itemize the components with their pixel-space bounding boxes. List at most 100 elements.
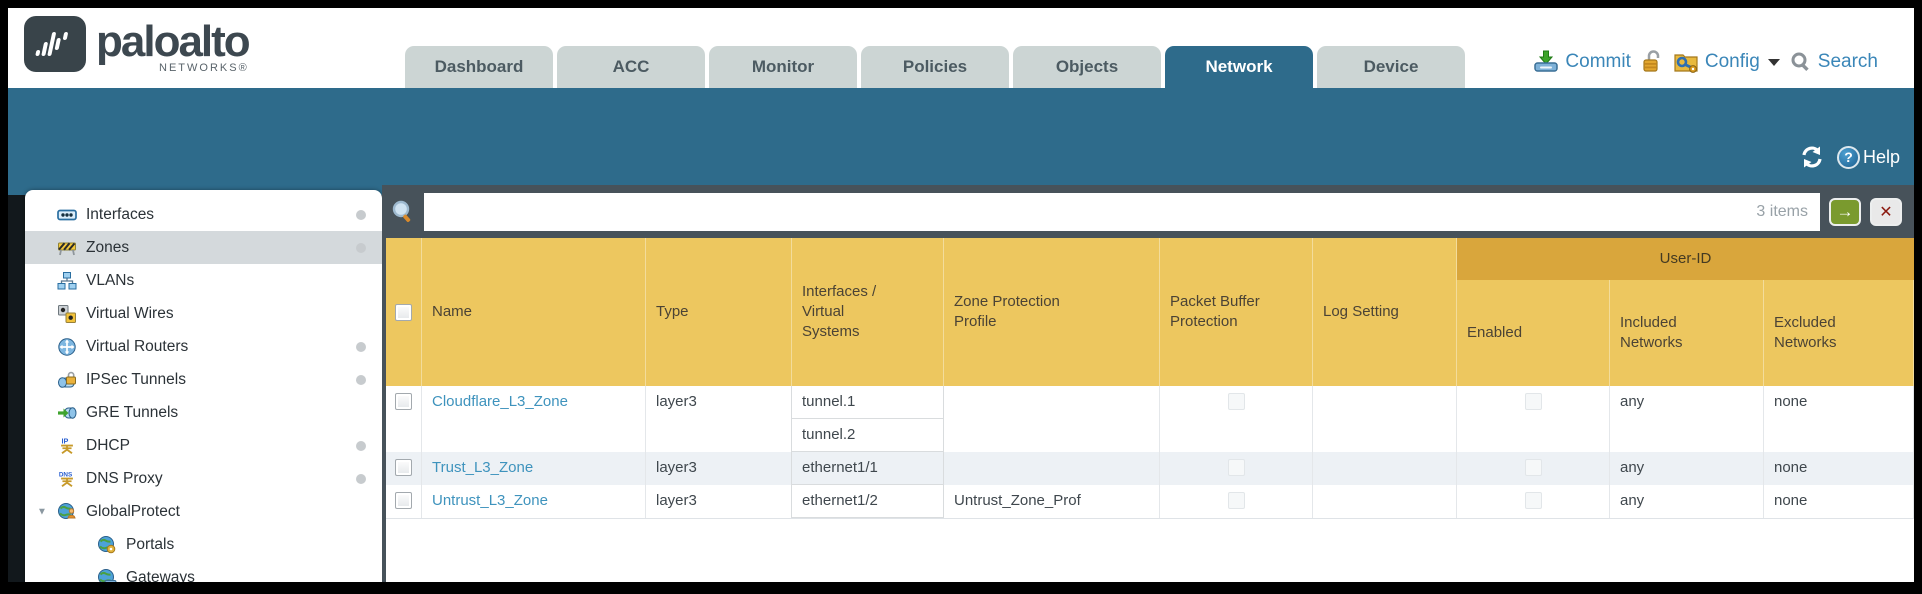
sidebar-item-vlans[interactable]: VLANs: [25, 264, 382, 297]
interfaces-icon: [57, 205, 77, 225]
user-id-enabled-checkbox[interactable]: [1524, 393, 1542, 410]
help-button[interactable]: ? Help: [1836, 145, 1900, 169]
col-excluded-networks[interactable]: Excluded Networks: [1764, 280, 1914, 386]
sidebar-item-label: Virtual Wires: [86, 304, 174, 322]
sidebar-item-label: GlobalProtect: [86, 502, 180, 520]
lock-button[interactable]: [1641, 50, 1663, 74]
refresh-button[interactable]: [1799, 145, 1825, 169]
paloalto-logo-icon: [24, 16, 86, 72]
vlans-icon: [57, 271, 77, 291]
zone-name-cell: Trust_L3_Zone: [422, 452, 646, 485]
chevron-down-icon: [1767, 58, 1780, 66]
dns-proxy-icon: DNS: [57, 469, 77, 489]
vsys-dot: [356, 440, 366, 451]
tab-monitor[interactable]: Monitor: [709, 46, 857, 88]
tab-objects[interactable]: Objects: [1013, 46, 1161, 88]
filter-input[interactable]: [424, 192, 1820, 231]
sidebar-item-gre-tunnels[interactable]: GRE Tunnels: [25, 396, 382, 429]
dhcp-icon: IP: [57, 436, 77, 456]
commit-label: Commit: [1565, 51, 1631, 72]
virtual-routers-icon: [57, 337, 77, 357]
col-zone-protection-profile[interactable]: Zone Protection Profile: [944, 238, 1160, 386]
sidebar-item-globalprotect[interactable]: ▼ GlobalProtect: [25, 495, 382, 528]
tab-dashboard[interactable]: Dashboard: [405, 46, 553, 88]
search-button[interactable]: Search: [1790, 51, 1878, 73]
col-interfaces[interactable]: Interfaces / Virtual Systems: [792, 238, 944, 386]
col-enabled[interactable]: Enabled: [1457, 280, 1610, 386]
included-networks-cell: any: [1610, 386, 1764, 452]
vsys-dot: [356, 242, 366, 253]
interfaces-cell: ethernet1/1: [791, 452, 944, 485]
sidebar-item-label: Gateways: [126, 568, 195, 583]
vsys-dot: [356, 209, 366, 220]
user-id-enabled-cell: [1457, 386, 1610, 452]
packet-buffer-protection-cell: [1160, 485, 1313, 518]
user-id-enabled-cell: [1457, 452, 1610, 485]
pulse-glyph: [35, 32, 68, 56]
col-type[interactable]: Type: [646, 238, 792, 386]
excluded-networks-cell: none: [1764, 386, 1914, 452]
zone-protection-profile-cell: Untrust_Zone_Prof: [944, 485, 1160, 518]
vsys-dot: [356, 341, 366, 352]
brand-networks: NETWORKS®: [159, 62, 249, 74]
sidebar-item-gateways[interactable]: Gateways: [25, 561, 382, 582]
sidebar-item-virtual-wires[interactable]: Virtual Wires: [25, 297, 382, 330]
brand-name: paloalto: [96, 17, 251, 66]
row-checkbox-cell: [386, 386, 422, 452]
gre-tunnels-icon: [57, 403, 77, 423]
col-log-setting[interactable]: Log Setting: [1313, 238, 1457, 386]
sidebar-item-ipsec-tunnels[interactable]: IPSec Tunnels: [25, 363, 382, 396]
sidebar-item-interfaces[interactable]: Interfaces: [25, 198, 382, 231]
zone-name-cell: Cloudflare_L3_Zone: [422, 386, 646, 452]
tab-policies[interactable]: Policies: [861, 46, 1009, 88]
row-checkbox[interactable]: [395, 393, 412, 410]
sidebar-item-virtual-routers[interactable]: Virtual Routers: [25, 330, 382, 363]
lock-icon: [1643, 50, 1660, 72]
brand-text: paloalto NETWORKS®: [96, 16, 251, 74]
user-id-enabled-checkbox[interactable]: [1524, 459, 1542, 476]
select-all-checkbox[interactable]: [395, 303, 412, 321]
config-label: Config: [1704, 51, 1760, 72]
zone-type-cell: layer3: [646, 452, 792, 485]
row-checkbox-cell: [386, 452, 422, 485]
apply-filter-button[interactable]: →: [1829, 197, 1861, 226]
svg-text:DNS: DNS: [59, 471, 72, 478]
packet-buffer-protection-checkbox[interactable]: [1227, 393, 1245, 410]
row-checkbox[interactable]: [395, 492, 412, 509]
items-count: 3 items: [1756, 202, 1808, 220]
tab-device[interactable]: Device: [1317, 46, 1465, 88]
excluded-networks-cell: none: [1764, 485, 1914, 518]
sidebar-item-zones[interactable]: Zones: [25, 231, 382, 264]
sidebar-item-label: IPSec Tunnels: [86, 370, 186, 388]
zone-name-link[interactable]: Trust_L3_Zone: [432, 459, 534, 476]
zone-name-link[interactable]: Untrust_L3_Zone: [432, 492, 548, 509]
user-id-enabled-checkbox[interactable]: [1524, 492, 1542, 509]
col-included-networks[interactable]: Included Networks: [1610, 280, 1764, 386]
col-packet-buffer-protection[interactable]: Packet Buffer Protection: [1160, 238, 1313, 386]
expander-icon[interactable]: ▼: [37, 506, 47, 517]
sidebar-item-label: Virtual Routers: [86, 337, 189, 355]
tab-acc[interactable]: ACC: [557, 46, 705, 88]
log-setting-cell: [1313, 452, 1457, 485]
config-menu-button[interactable]: Config: [1673, 50, 1780, 74]
interface-entry: tunnel.1: [792, 386, 943, 419]
packet-buffer-protection-checkbox[interactable]: [1227, 492, 1245, 509]
col-name[interactable]: Name: [422, 238, 646, 386]
zone-name-link[interactable]: Cloudflare_L3_Zone: [432, 393, 568, 410]
commit-button[interactable]: Commit: [1533, 50, 1631, 74]
sidebar-item-portals[interactable]: Portals: [25, 528, 382, 561]
svg-text:IP: IP: [62, 436, 69, 445]
row-checkbox[interactable]: [395, 459, 412, 476]
packet-buffer-protection-checkbox[interactable]: [1227, 459, 1245, 476]
tab-network[interactable]: Network: [1165, 46, 1313, 88]
clear-filter-button[interactable]: ✕: [1870, 197, 1902, 226]
interface-entry: ethernet1/2: [792, 485, 943, 518]
